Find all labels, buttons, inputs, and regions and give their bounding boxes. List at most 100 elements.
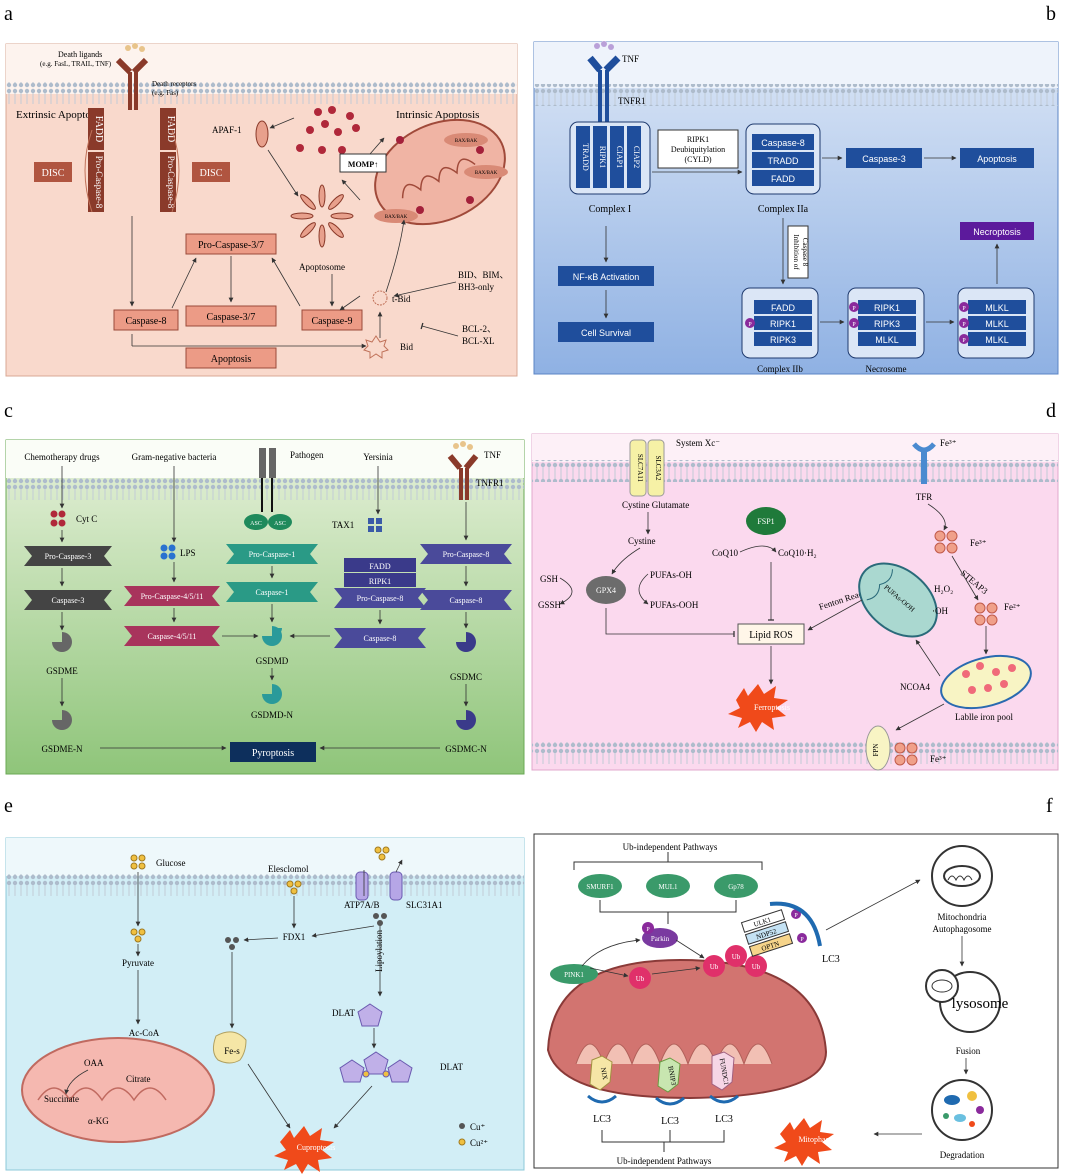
mitochondrion-a: BAX/BAK BAX/BAK BAX/BAK [374, 118, 508, 226]
yersinia-label: Yersinia [363, 452, 393, 462]
casp3-label: Caspase-3 [52, 596, 85, 605]
dlat2-label: DLAT [440, 1062, 463, 1072]
gsdmc-icon [456, 632, 476, 652]
apoptosis-box-b [960, 148, 1034, 168]
parkin-label: Parkin [651, 935, 670, 943]
p-badge-n2: P [852, 322, 856, 328]
atp7ab-transporter [355, 871, 369, 901]
deubi-line2: Deubiquitylation [671, 145, 725, 154]
panel-b-arrows [603, 155, 1000, 325]
glucose-dots-2 [130, 928, 146, 943]
cu1-legend-label: Cu⁺ [470, 1122, 486, 1132]
inhibition-line2: Caspase 8 [801, 238, 809, 267]
disc-complex: FADD FADD Pro-Caspase-8 Pro-Caspase-8 [84, 108, 180, 213]
panel-c-membrane [6, 478, 524, 500]
pathogen-label: Pathogen [290, 450, 324, 460]
deubiquitylation-box [657, 129, 739, 169]
casp3-chevron [24, 590, 112, 610]
ferroptosis-burst [728, 684, 788, 732]
fadd-label-c: FADD [369, 562, 390, 571]
pink1-label: PINK1 [564, 971, 584, 979]
gsdmcn-label: GSDMC-N [445, 744, 487, 754]
fe2-cluster [974, 602, 998, 626]
pyroptosis-label: Pyroptosis [252, 748, 294, 759]
optn-box [748, 933, 794, 957]
apoptosome [290, 184, 354, 248]
caspase3-label-b: Caspase-3 [862, 154, 906, 164]
fe3-top-label: Fe³⁺ [940, 438, 957, 448]
necrosome-ripk3: RIPK3 [874, 319, 900, 329]
chemo-label: Chemotherapy drugs [24, 452, 100, 462]
panel-d: SLC7A11 SLC3A2 System Xc⁻ Cystine Glutam… [531, 433, 1059, 771]
tnf-label-c: TNF [484, 450, 501, 460]
dlat1-label: DLAT [332, 1008, 355, 1018]
fe3-bottom-label: Fe³⁺ [930, 754, 947, 764]
fadd-right: FADD [165, 116, 176, 142]
lysosome-label: lysosome [952, 996, 1009, 1012]
necrosome-ripk1: RIPK1 [874, 303, 900, 313]
mito-auto-label-2: Autophagosome [933, 924, 992, 934]
fundc1-receptor: FUNDC1 [711, 1051, 735, 1091]
baxbak-2: BAX/BAK [475, 171, 498, 176]
panel-b: TNF TNFR1 TRADD RIPK1 CIAP1 CIAP2 Comple… [533, 41, 1059, 375]
death-ligands-label: Death ligands [58, 50, 102, 59]
panel-letter-d: d [1046, 400, 1056, 422]
extrinsic-apoptosis-label: Extrinsic Apoptosis [16, 109, 102, 121]
casp1-label: Caspase-1 [256, 588, 289, 597]
labile-iron-label: Lablle iron pool [955, 712, 1013, 722]
death-receptors-eg: (e.g. Fas) [152, 89, 179, 97]
casp8-chevron-mid [334, 628, 426, 648]
atp7ab-label: ATP7A/B [344, 900, 380, 910]
accoa-label: Ac-CoA [129, 1028, 160, 1038]
asc-left: ASC [250, 521, 262, 527]
casp1-chevron [226, 582, 318, 602]
tax1-label: TAX1 [332, 520, 354, 530]
oh-label: ·OH [932, 606, 948, 616]
fsp1-label: FSP1 [757, 517, 774, 526]
fsp1-node [746, 507, 786, 535]
fe3-mid-label: Fe³⁺ [970, 538, 987, 548]
e3-ligases: SMURF1 MUL1 Gp78 [578, 874, 758, 898]
death-ligands-eg: (e.g. FasL, TRAIL, TNF) [40, 60, 112, 68]
lc3-label-top: LC3 [822, 954, 840, 965]
dlat-pentagon [357, 1003, 383, 1027]
panel-b-membrane [534, 84, 1058, 106]
panel-c: Chemotherapy drugs Gram-negative bacteri… [5, 439, 525, 775]
gsdmcn-icon [456, 710, 476, 730]
complex2a-label: Complex IIa [758, 204, 809, 215]
pro-caspase37-label: Pro-Caspase-3/7 [198, 240, 264, 251]
ciap1-vertical: CIAP1 [615, 146, 624, 168]
panel-letter-c: c [4, 400, 13, 422]
lc3-label-1: LC3 [593, 1114, 611, 1125]
panel-d-arrows [559, 503, 989, 731]
tnfr1-receptor-c [447, 441, 479, 500]
mul1-label: MUL1 [658, 883, 678, 891]
panel-letter-b: b [1046, 3, 1056, 25]
glucose-label: Glucose [156, 858, 186, 868]
apoptosis-label-a: Apoptosis [211, 354, 252, 365]
citrate-label: Citrate [126, 1074, 151, 1084]
disc-box-left [34, 162, 72, 182]
gsdmdn-icon [262, 684, 282, 704]
pink1-node [550, 964, 598, 984]
cuproptosis-label: Cuproptosis [297, 1143, 336, 1152]
mlkl-2: MLKL [985, 319, 1009, 329]
complex2a-tradd: TRADD [768, 156, 799, 166]
caspase37-box [185, 305, 277, 327]
fadd-box-c [344, 558, 416, 572]
cytochrome-c-dots [296, 106, 360, 154]
gsh-label: GSH [540, 574, 559, 584]
elesclomol-label: Elesclomol [268, 864, 309, 874]
tax1-icon [368, 518, 382, 532]
gsdme-label: GSDME [46, 666, 78, 676]
gsdmdn-label: GSDMD-N [251, 710, 294, 720]
cytc-dots [50, 510, 66, 527]
pro-casp3-label: Pro-Caspase-3 [45, 552, 92, 561]
pro-casp4511-chevron [124, 586, 220, 606]
necrosome-mlkl: MLKL [875, 335, 899, 345]
disc-box-right [192, 162, 230, 182]
lipoylation-label: Lipoylation [374, 930, 384, 972]
p-badge-n1: P [852, 306, 856, 312]
systemxc-label: System Xc⁻ [676, 438, 720, 448]
